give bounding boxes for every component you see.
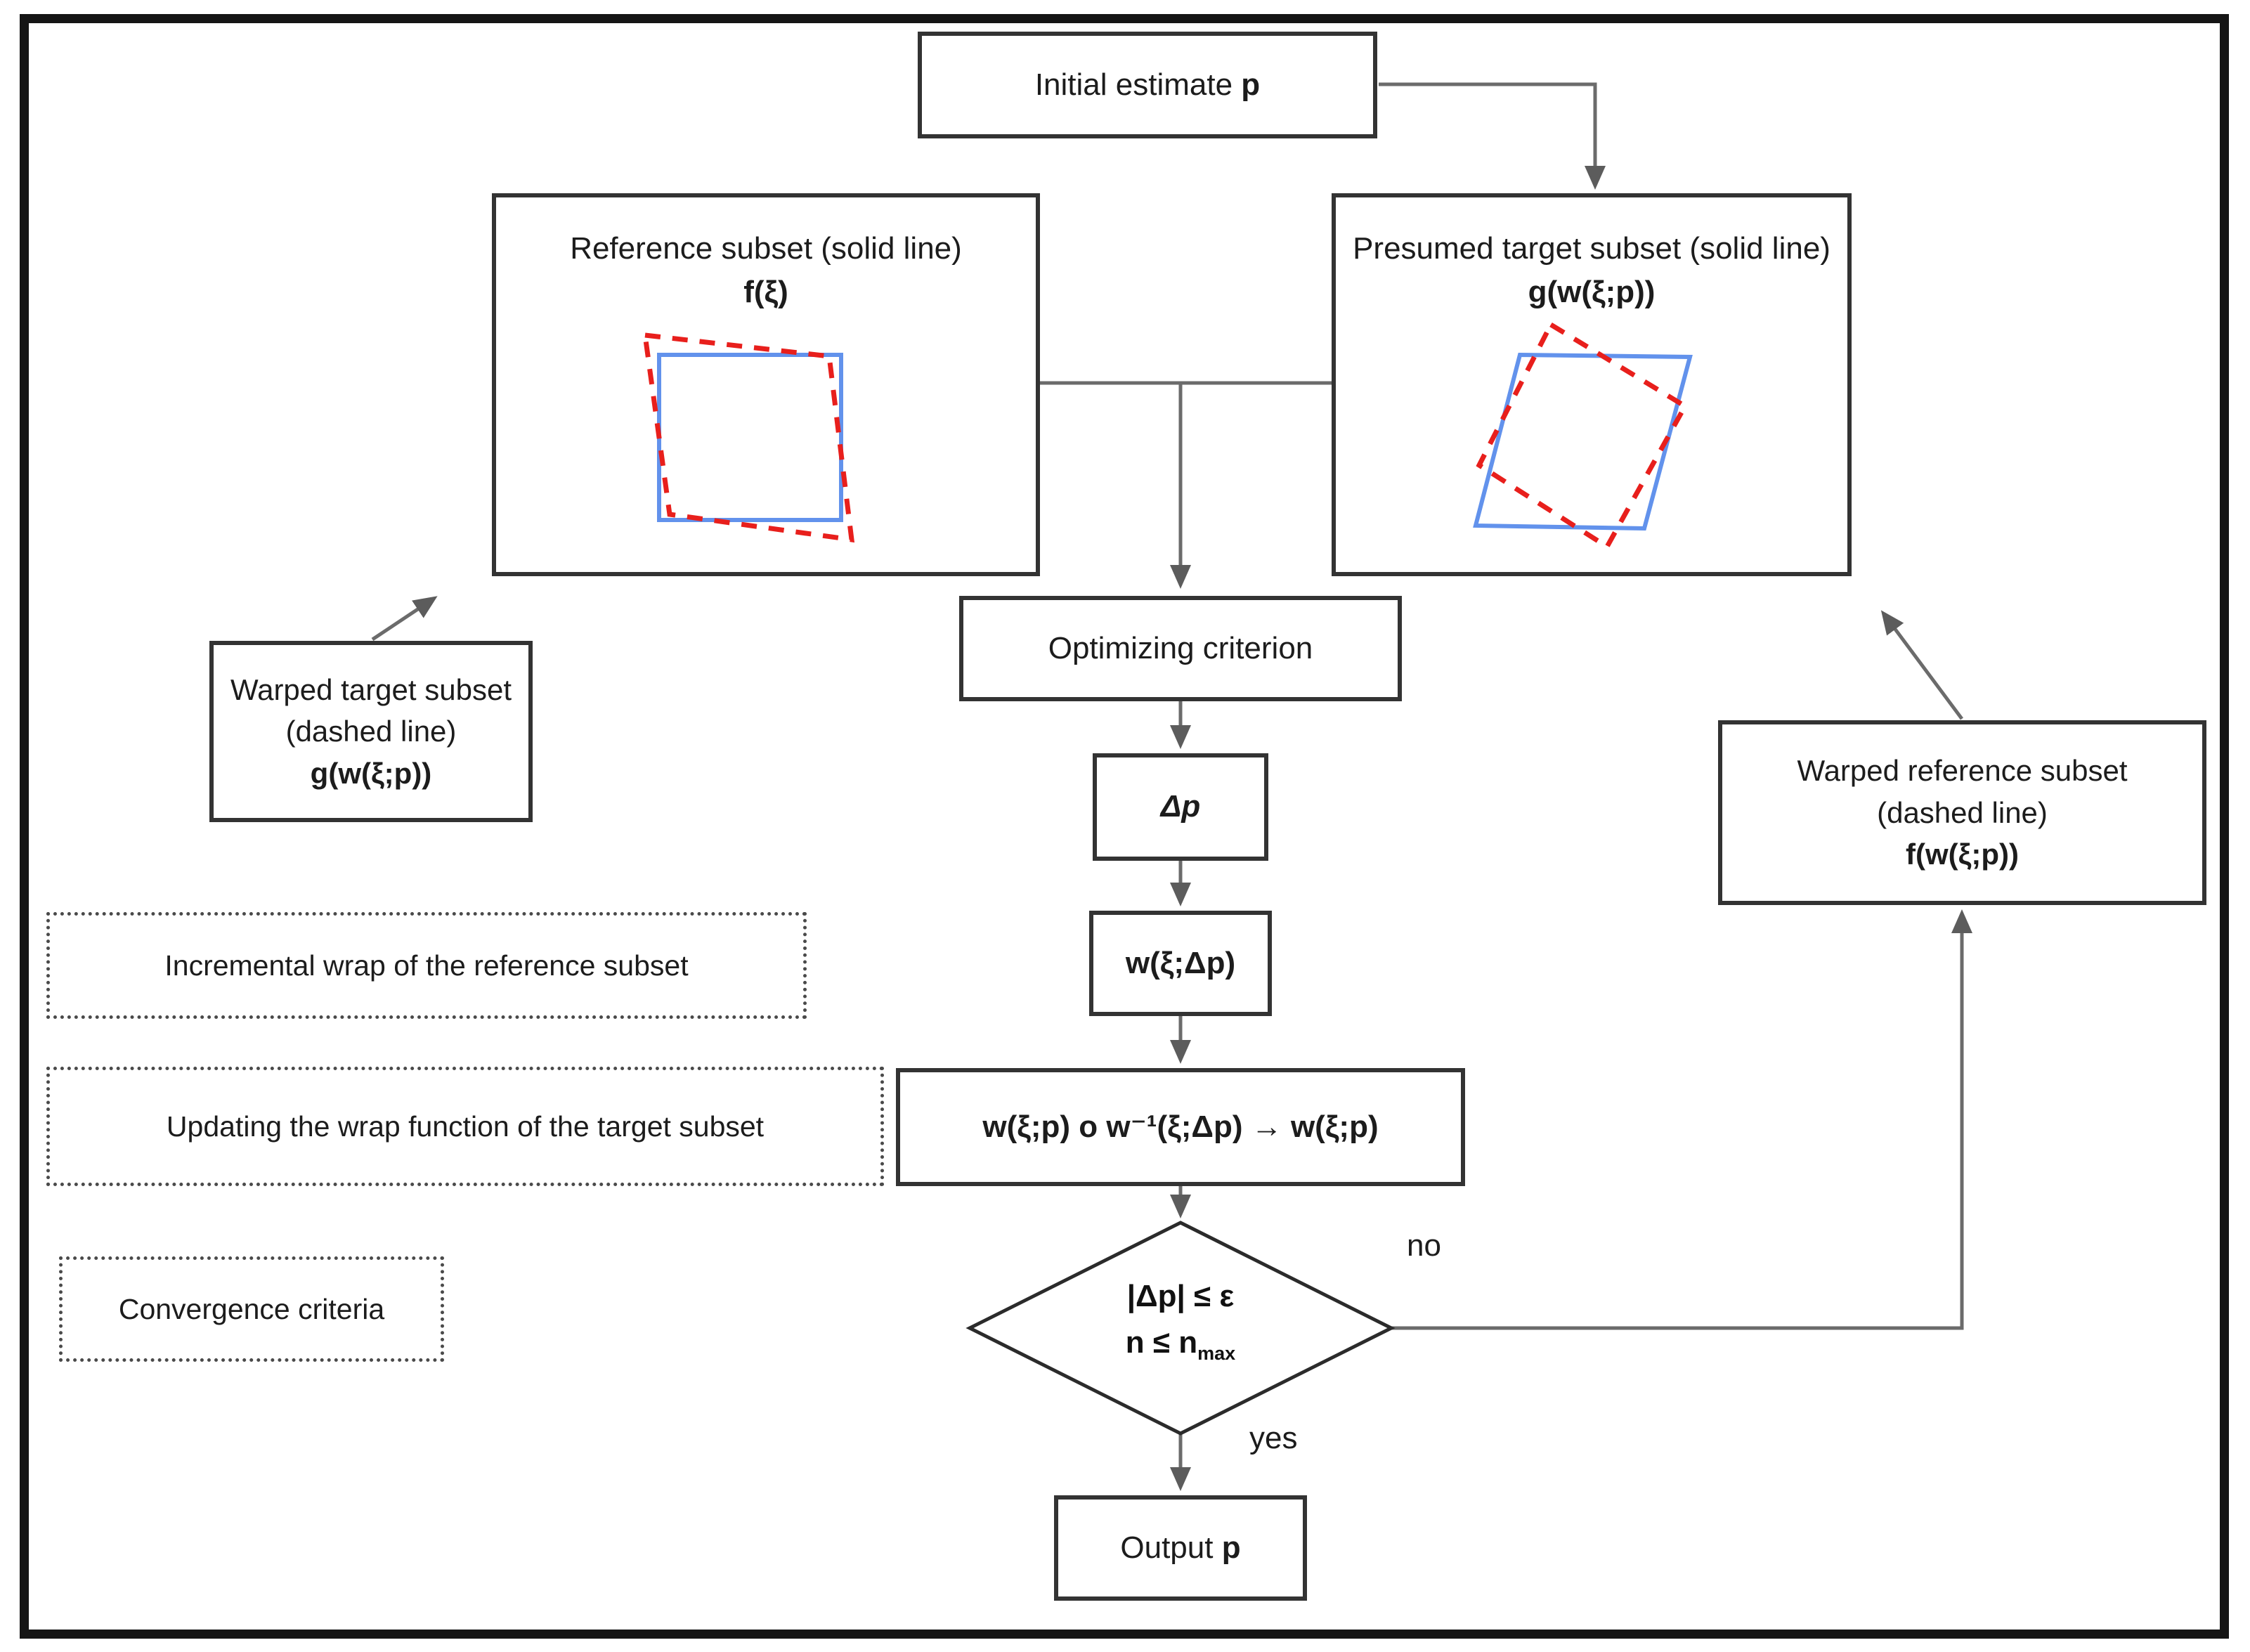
initial-estimate-box: Initial estimate p (918, 32, 1377, 138)
yes-branch-label: yes (1249, 1421, 1298, 1455)
reference-subset-label: Reference subset (solid line) f(ξ) (570, 231, 962, 310)
annotation-incremental-wrap-label: Incremental wrap of the reference subset (164, 949, 689, 982)
presumed-target-subset-box: Presumed target subset (solid line) g(w(… (1332, 193, 1852, 576)
presumed-target-subset-label: Presumed target subset (solid line) g(w(… (1353, 231, 1830, 310)
annotation-convergence: Convergence criteria (59, 1256, 444, 1362)
annotation-updating-wrap: Updating the wrap function of the target… (46, 1067, 884, 1186)
optimizing-criterion-label: Optimizing criterion (1048, 630, 1313, 665)
warped-target-subset-box: Warped target subset (dashed line) g(w(ξ… (209, 641, 533, 822)
annotation-convergence-label: Convergence criteria (118, 1292, 385, 1325)
incremental-warp-label: w(ξ;Δp) (1125, 945, 1236, 980)
outer-border (20, 14, 2229, 1639)
optimizing-criterion-box: Optimizing criterion (959, 596, 1402, 701)
warped-reference-subset-box: Warped reference subset (dashed line) f(… (1718, 720, 2206, 905)
annotation-incremental-wrap: Incremental wrap of the reference subset (46, 912, 807, 1019)
update-warp-box: w(ξ;p) o w⁻¹(ξ;Δp) → w(ξ;p) (896, 1068, 1465, 1186)
output-label: Output p (1120, 1530, 1241, 1565)
delta-p-label: Δp (1160, 789, 1201, 824)
incremental-warp-box: w(ξ;Δp) (1089, 911, 1272, 1016)
warped-target-subset-label: Warped target subset (dashed line) g(w(ξ… (230, 672, 512, 790)
delta-p-box: Δp (1093, 753, 1268, 861)
update-warp-label: w(ξ;p) o w⁻¹(ξ;Δp) → w(ξ;p) (982, 1109, 1379, 1144)
reference-subset-box: Reference subset (solid line) f(ξ) (492, 193, 1040, 576)
output-box: Output p (1054, 1495, 1307, 1601)
initial-estimate-label: Initial estimate p (1034, 67, 1261, 102)
no-branch-label: no (1407, 1228, 1441, 1263)
warped-reference-subset-label: Warped reference subset (dashed line) f(… (1797, 754, 2128, 871)
decision-label: |Δp| ≤ ε n ≤ nmax (1125, 1279, 1236, 1364)
annotation-updating-wrap-label: Updating the wrap function of the target… (166, 1110, 765, 1143)
